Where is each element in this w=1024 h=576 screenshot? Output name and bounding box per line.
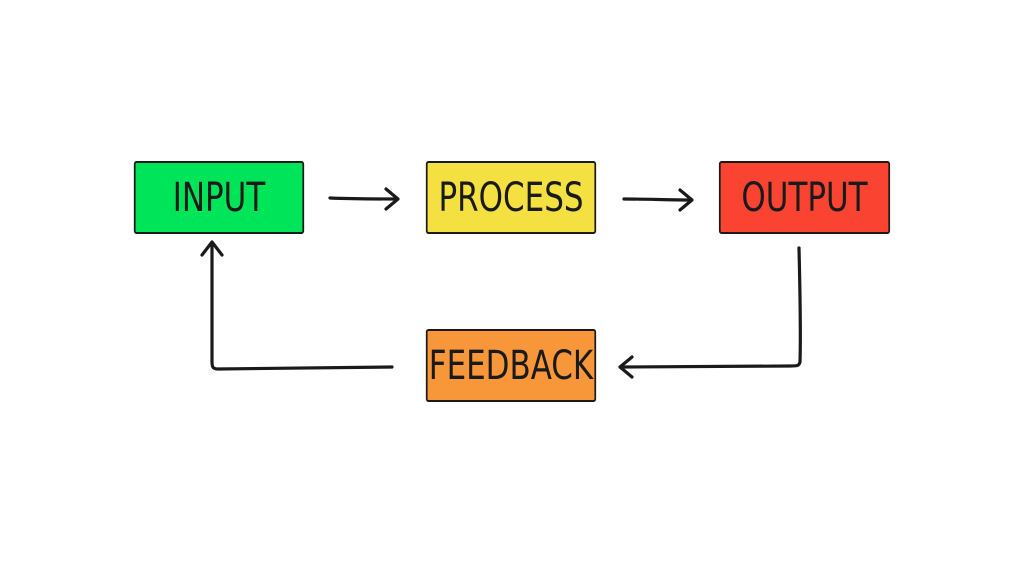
arrowhead-input-to-process: [384, 187, 400, 211]
node-process: PROCESS: [425, 161, 597, 234]
node-output-label: OUTPUT: [741, 174, 868, 221]
node-output: OUTPUT: [718, 161, 891, 234]
arrowhead-process-to-output: [678, 188, 694, 212]
node-feedback: FEEDBACK: [425, 329, 597, 402]
node-process-label: PROCESS: [438, 174, 584, 221]
node-input: INPUT: [133, 161, 305, 234]
arrowhead-output-to-feedback: [618, 355, 634, 379]
node-input-label: INPUT: [172, 174, 266, 221]
arrow-feedback-to-input: [210, 242, 394, 371]
arrow-input-to-process: [328, 196, 399, 201]
node-feedback-label: FEEDBACK: [428, 342, 594, 389]
arrow-output-to-feedback: [620, 246, 803, 369]
arrow-process-to-output: [622, 197, 693, 202]
arrowhead-feedback-to-input: [200, 240, 224, 257]
